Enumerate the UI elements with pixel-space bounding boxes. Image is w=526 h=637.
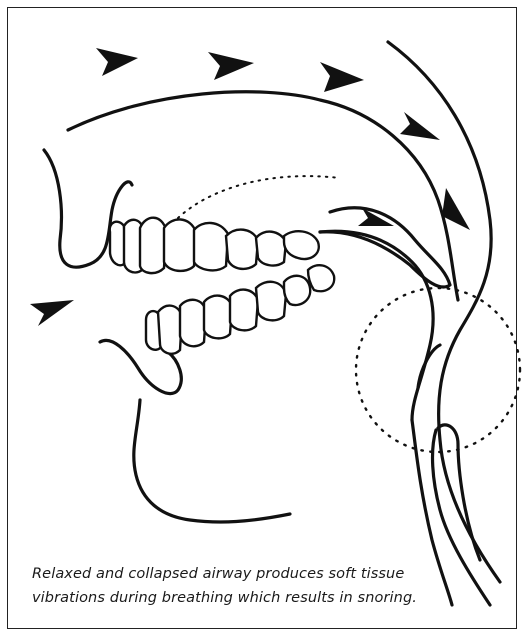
airflow-arrow-icon bbox=[208, 52, 254, 80]
jaw-line bbox=[134, 400, 290, 522]
dotted-palate-guide bbox=[178, 176, 340, 218]
tongue bbox=[320, 231, 433, 420]
airflow-arrow-icon bbox=[30, 300, 74, 326]
airflow-arrows bbox=[30, 48, 470, 326]
airflow-arrow-icon bbox=[96, 48, 138, 76]
figure-caption: Relaxed and collapsed airway produces so… bbox=[32, 562, 512, 610]
airflow-arrow-icon bbox=[320, 62, 364, 92]
soft-palate bbox=[320, 208, 450, 287]
caption-line-2: vibrations during breathing which result… bbox=[32, 586, 512, 610]
upper-teeth bbox=[110, 218, 319, 273]
epiglottis bbox=[438, 425, 480, 560]
pharynx-back-wall bbox=[388, 42, 500, 582]
caption-line-1: Relaxed and collapsed airway produces so… bbox=[32, 562, 512, 586]
lower-teeth bbox=[146, 265, 334, 354]
airflow-arrow-icon bbox=[400, 112, 440, 140]
